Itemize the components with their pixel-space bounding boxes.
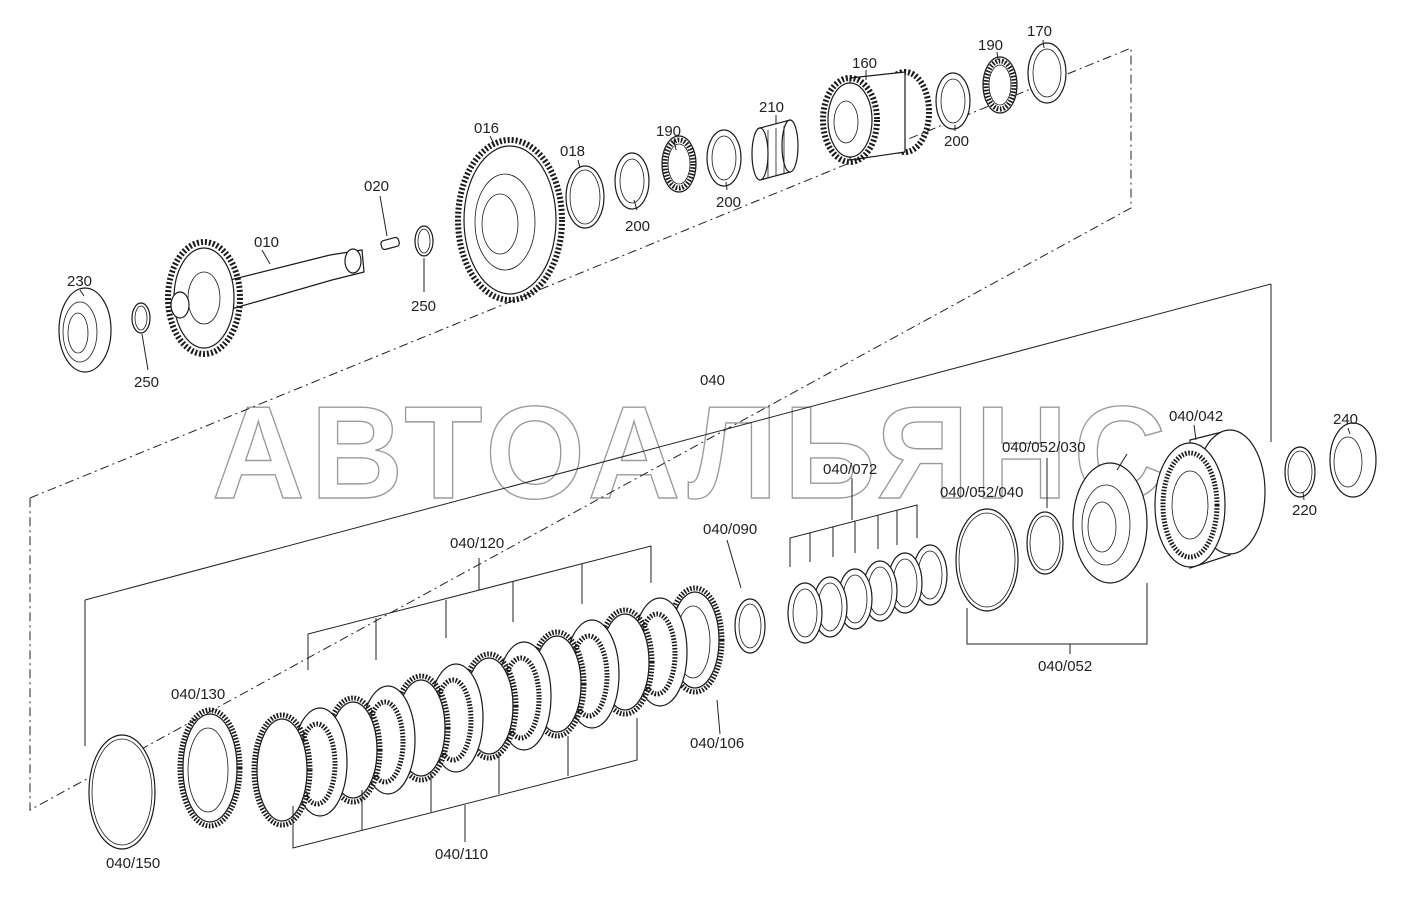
part-250-snap-ring-mid [414,225,434,257]
part-200-washer-3 [935,72,971,130]
label-020: 020 [364,178,389,195]
part-200-washer-2 [706,129,742,187]
label-200-right: 200 [944,133,969,150]
leader-lines [79,39,1351,849]
label-240: 240 [1333,411,1358,428]
label-040: 040 [700,372,725,389]
label-200-left: 200 [625,218,650,235]
label-040-052-030: 040/052/030 [1002,439,1085,456]
label-170: 170 [1027,23,1052,40]
label-040-042: 040/042 [1169,408,1223,425]
label-040-120: 040/120 [450,535,504,552]
label-230: 230 [67,273,92,290]
label-160: 160 [852,55,877,72]
part-040-150-snap-ring [88,734,156,850]
part-230-bearing [58,287,112,373]
part-240-bearing [1329,422,1377,498]
label-040-072: 040/072 [823,461,877,478]
part-010-shaft [165,239,365,357]
part-040-042-drum [1154,429,1266,569]
part-labels: 170 190 160 210 200 190 018 016 200 200 … [67,23,1358,872]
part-200-washer-1 [614,152,650,210]
part-160-double-gear [820,69,932,165]
part-040-052-030-piston [1072,462,1148,584]
label-040-130: 040/130 [171,686,225,703]
label-190: 190 [656,123,681,140]
part-190-bearing-2 [982,56,1018,114]
part-170-washer [1027,42,1067,104]
label-018: 018 [560,143,585,160]
part-040-090-ring [734,598,766,654]
part-250-snap-ring-left [131,302,151,334]
label-250-left: 250 [134,374,159,391]
part-040-052-040-seal-small [1026,511,1064,575]
label-016: 016 [474,120,499,137]
label-040-106: 040/106 [690,735,744,752]
part-040-130-end-plate [177,707,243,829]
label-040-052: 040/052 [1038,658,1092,675]
label-040-090: 040/090 [703,521,757,538]
label-010: 010 [254,234,279,251]
watermark: АВТОАЛЬЯНС [212,379,1172,526]
part-040-072-springs [787,544,948,644]
label-190-top: 190 [978,37,1003,54]
label-040-052-040: 040/052/040 [940,484,1023,501]
label-250-mid: 250 [411,298,436,315]
label-220: 220 [1292,502,1317,519]
assembly-outline [29,47,1132,811]
part-190-bearing-1 [661,135,697,193]
part-220-circlip [1284,446,1316,498]
part-020-pin [380,236,400,251]
label-200-mid: 200 [716,194,741,211]
part-016-gear [455,137,565,303]
part-040-052-seal-large [955,508,1019,612]
label-040-110: 040/110 [435,846,488,863]
label-210: 210 [759,99,784,116]
part-018-circlip [565,165,605,229]
part-210-needle-cage [751,119,799,181]
clutch-plate-stack [251,585,725,828]
label-040-150: 040/150 [106,855,160,872]
